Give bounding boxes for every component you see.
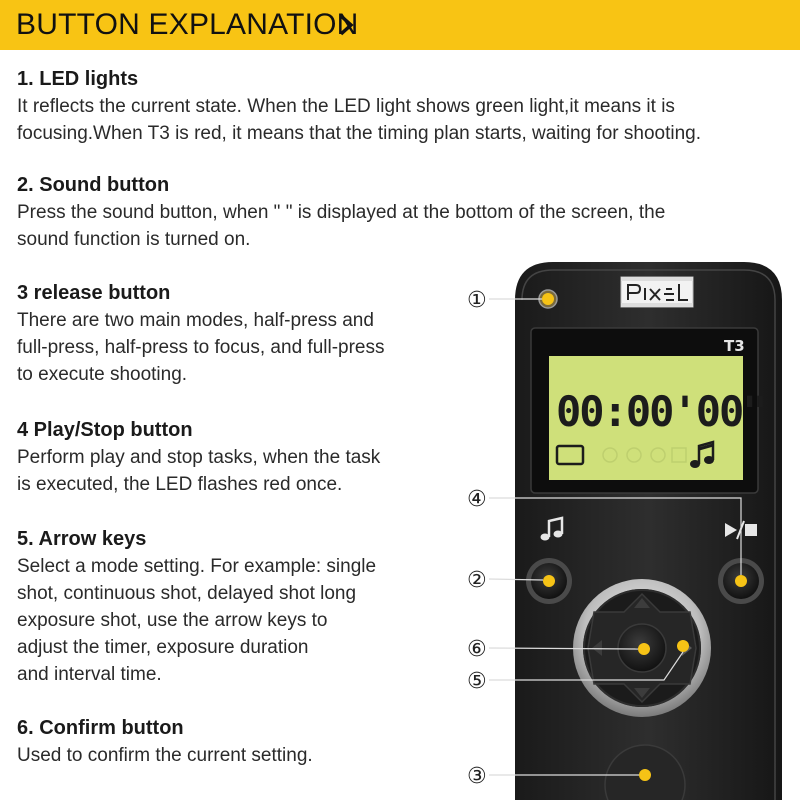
lcd-battery-icon [555, 444, 585, 466]
header-bar: BUTTON EXPLANATION [0, 0, 800, 50]
section-text-line: exposure shot, use the arrow keys to [17, 610, 328, 631]
section-title: 3 release button [17, 282, 171, 304]
section-play-stop-button: 4 Play/Stop button Perform play and stop… [17, 417, 380, 498]
section-release-button: 3 release button There are two main mode… [17, 280, 385, 388]
marker-3: ③ [467, 764, 487, 789]
lcd-time-readout: 00:00'00" [556, 387, 766, 436]
marker-dot-release [639, 769, 651, 781]
section-text-line: to execute shooting. [17, 364, 188, 385]
marker-2: ② [467, 568, 487, 593]
section-confirm-button: 6. Confirm button Used to confirm the cu… [17, 715, 313, 769]
section-title: 2. Sound button [17, 174, 170, 196]
pixel-logo [620, 276, 694, 308]
section-text-line: and interval time. [17, 664, 162, 685]
section-sound-button: 2. Sound button Press the sound button, … [17, 172, 665, 253]
chevron-right-icon [339, 14, 354, 36]
marker-dot-arrow [677, 640, 689, 652]
section-text-line: sound function is turned on. [17, 229, 251, 250]
section-text-line: Used to confirm the current setting. [17, 745, 313, 766]
section-title: 4 Play/Stop button [17, 419, 193, 441]
marker-6: ⑥ [467, 637, 487, 662]
section-title: 1. LED lights [17, 68, 139, 90]
marker-dots [542, 293, 747, 781]
section-text-line: There are two main modes, half-press and [17, 310, 374, 331]
section-arrow-keys: 5. Arrow keys Select a mode setting. For… [17, 526, 376, 688]
play-stop-icon [725, 520, 757, 540]
music-note-icon [540, 516, 564, 541]
marker-dot-sound [543, 575, 555, 587]
marker-dot-play-stop [735, 575, 747, 587]
section-text-line: full-press, half-press to focus, and ful… [17, 337, 385, 358]
marker-4: ④ [467, 487, 487, 512]
section-led-lights: 1. LED lights It reflects the current st… [17, 66, 701, 147]
section-text-line: It reflects the current state. When the … [17, 96, 675, 117]
section-text-line: is executed, the LED flashes red once. [17, 474, 343, 495]
section-title: 5. Arrow keys [17, 528, 147, 550]
section-text-line: focusing.When T3 is red, it means that t… [17, 123, 701, 144]
marker-dot-confirm [638, 643, 650, 655]
music-note-icon [690, 440, 715, 468]
section-text-line: Perform play and stop tasks, when the ta… [17, 447, 381, 468]
model-label: T3 [724, 337, 745, 355]
section-text-line: Select a mode setting. For example: sing… [17, 556, 377, 577]
section-text-line: Press the sound button, when " " is disp… [17, 202, 666, 223]
section-text-line: shot, continuous shot, delayed shot long [17, 583, 357, 604]
marker-dot-led [542, 293, 554, 305]
section-title: 6. Confirm button [17, 717, 184, 739]
header-title: BUTTON EXPLANATION [16, 8, 359, 41]
section-text-line: adjust the timer, exposure duration [17, 637, 309, 658]
leader-lines [488, 298, 742, 776]
marker-1: ① [467, 288, 487, 313]
marker-5: ⑤ [467, 669, 487, 694]
